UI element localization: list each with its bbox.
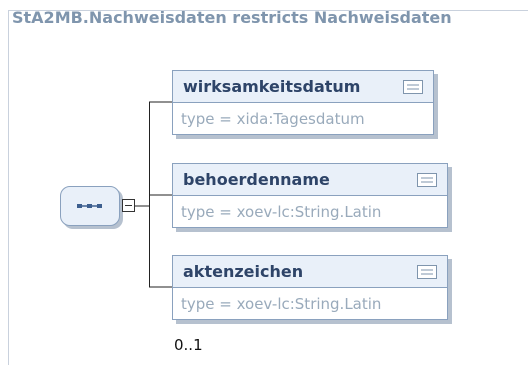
element-name: aktenzeichen: [183, 262, 304, 281]
sequence-icon: [77, 204, 102, 208]
element-name: wirksamkeitsdatum: [183, 77, 361, 96]
diagram-title: StA2MB.Nachweisdaten restricts Nachweisd…: [12, 8, 452, 27]
element-type: type = xida:Tagesdatum: [181, 109, 365, 128]
sequence-compositor[interactable]: [60, 186, 120, 226]
documentation-icon[interactable]: [417, 172, 437, 187]
element-behoerdenname[interactable]: behoerdenname type = xoev-lc:String.Lati…: [172, 163, 448, 228]
element-header: wirksamkeitsdatum: [173, 71, 433, 103]
element-type: type = xoev-lc:String.Latin: [181, 202, 382, 221]
collapse-toggle-icon[interactable]: [122, 199, 135, 212]
element-header: aktenzeichen: [173, 256, 447, 288]
documentation-icon[interactable]: [417, 264, 437, 279]
multiplicity-label: 0..1: [174, 336, 203, 354]
element-wirksamkeitsdatum[interactable]: wirksamkeitsdatum type = xida:Tagesdatum: [172, 70, 434, 135]
element-aktenzeichen[interactable]: aktenzeichen type = xoev-lc:String.Latin: [172, 255, 448, 320]
schema-frame: [8, 10, 528, 365]
element-type: type = xoev-lc:String.Latin: [181, 294, 382, 313]
element-header: behoerdenname: [173, 164, 447, 196]
documentation-icon[interactable]: [403, 79, 423, 94]
element-name: behoerdenname: [183, 170, 330, 189]
